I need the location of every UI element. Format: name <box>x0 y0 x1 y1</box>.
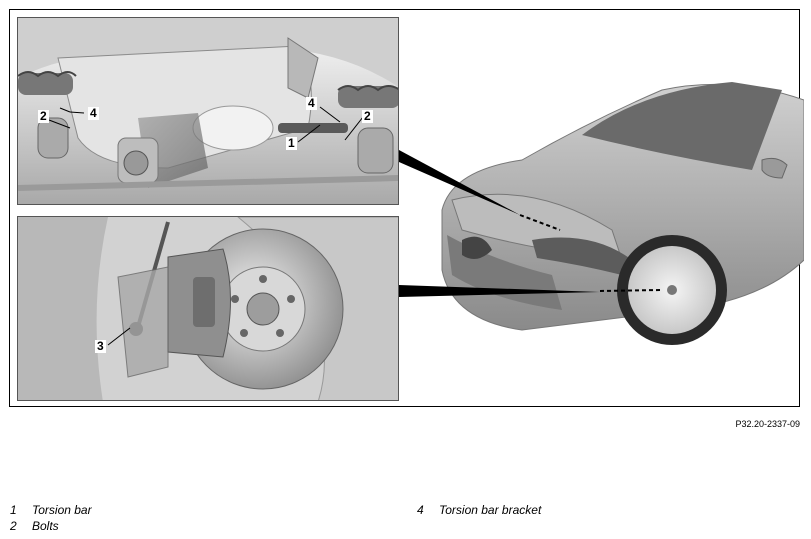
callout-bracket-left: 4 <box>88 106 99 120</box>
vehicle-illustration <box>441 82 805 345</box>
legend-text: Bolts <box>32 519 59 533</box>
callout-torsion-bar: 1 <box>286 136 297 150</box>
callout-bracket-right: 4 <box>306 96 317 110</box>
legend-number: 1 <box>10 503 17 517</box>
vehicle-overview <box>432 60 805 350</box>
callout-bolts-right: 2 <box>362 109 373 123</box>
underbody-illustration <box>18 18 398 204</box>
callout-bolts-left: 2 <box>38 109 49 123</box>
legend-text: Torsion bar <box>32 503 92 517</box>
callout-link: 3 <box>95 339 106 353</box>
legend-item: 1 Torsion bar <box>10 502 92 518</box>
wheel-hub-detail-view <box>17 216 399 401</box>
legend-item: 2 Bolts <box>10 518 92 534</box>
legend-number: 4 <box>417 503 424 517</box>
legend-text: Torsion bar bracket <box>439 503 542 517</box>
figure-reference-code: P32.20-2337-09 <box>735 419 800 429</box>
wheel-hub-illustration <box>18 217 398 400</box>
legend-item: 4 Torsion bar bracket <box>417 502 541 518</box>
legend-left: 1 Torsion bar 2 Bolts <box>10 502 92 534</box>
legend-number: 2 <box>10 519 17 533</box>
legend-right: 4 Torsion bar bracket <box>417 502 541 518</box>
underbody-detail-view <box>17 17 399 205</box>
